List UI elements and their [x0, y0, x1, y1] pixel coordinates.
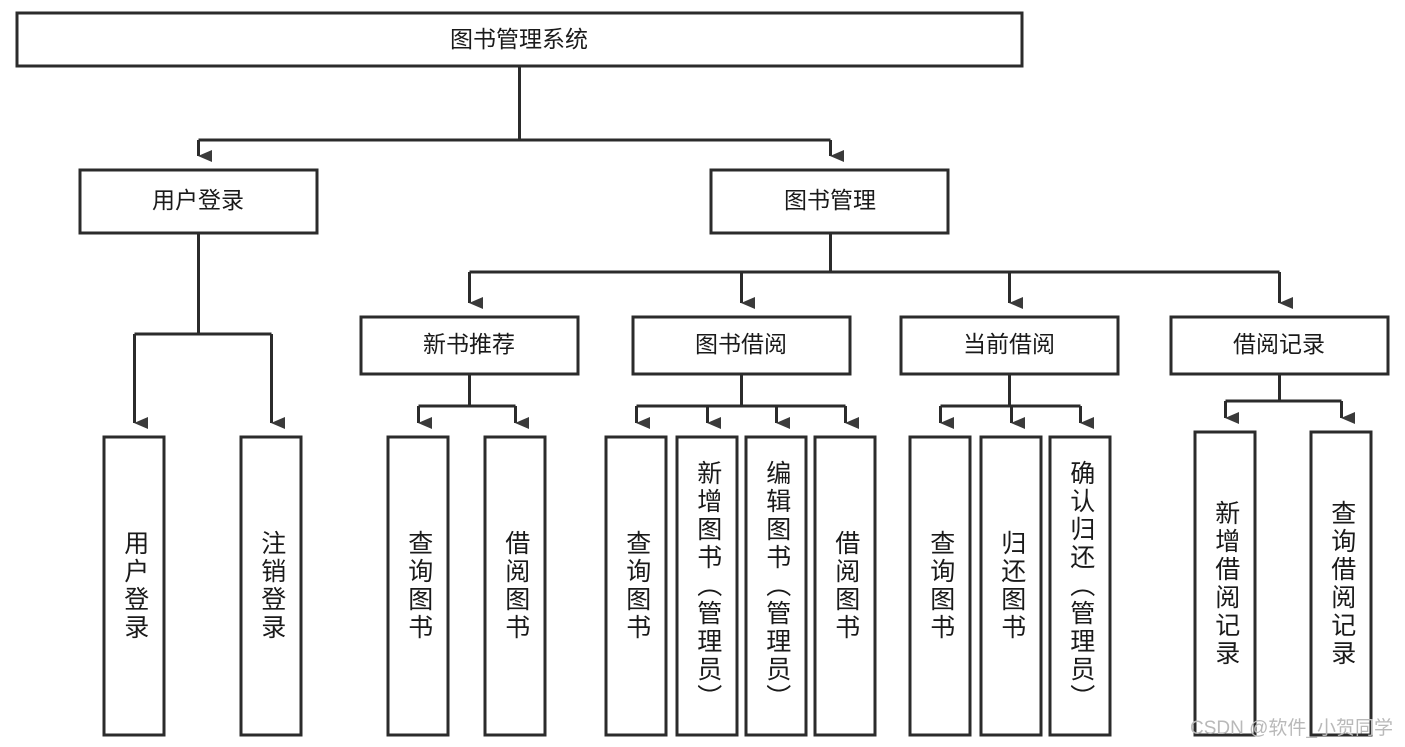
node-leaf-query-book-2[interactable]: [604, 435, 668, 737]
connector-bookborrow-to-leaves: [635, 374, 859, 429]
node-book-manage[interactable]: [709, 168, 950, 235]
label-book-borrow: 图书借阅: [695, 331, 787, 357]
label-current-borrow: 当前借阅: [963, 331, 1055, 357]
node-leaf-add-record[interactable]: [1193, 430, 1257, 737]
node-leaf-logout[interactable]: [239, 435, 303, 737]
node-leaf-query-record[interactable]: [1309, 430, 1373, 737]
label-borrow-record: 借阅记录: [1233, 331, 1325, 357]
node-leaf-return-book[interactable]: [979, 435, 1043, 737]
node-leaf-query-book-1[interactable]: [386, 435, 450, 737]
label-book-manage: 图书管理: [784, 187, 876, 213]
connector-borrowrecord-to-leaves: [1224, 374, 1355, 424]
node-leaf-borrow-book-2[interactable]: [813, 435, 877, 737]
node-borrow-record[interactable]: [1169, 315, 1390, 376]
node-new-book-recommend[interactable]: [359, 315, 580, 376]
connector-userlogin-to-leaves: [133, 233, 285, 429]
node-root[interactable]: [15, 11, 1024, 68]
connector-root-to-level2: [197, 66, 844, 162]
node-leaf-confirm-return[interactable]: [1048, 435, 1112, 737]
node-book-borrow[interactable]: [631, 315, 852, 376]
node-user-login[interactable]: [78, 168, 319, 235]
node-leaf-add-book[interactable]: [675, 435, 739, 737]
node-leaf-borrow-book-1[interactable]: [483, 435, 547, 737]
node-leaf-user-login[interactable]: [102, 435, 166, 737]
label-user-login: 用户登录: [152, 187, 244, 213]
connector-currentborrow-to-leaves: [939, 374, 1094, 429]
csdn-watermark: CSDN @软件_小贺同学: [1190, 718, 1393, 739]
node-current-borrow[interactable]: [899, 315, 1120, 376]
node-leaf-edit-book[interactable]: [744, 435, 808, 737]
connector-newbook-to-leaves: [417, 374, 529, 429]
label-root: 图书管理系统: [450, 26, 588, 52]
connector-bookmanage-to-level3: [468, 233, 1293, 309]
node-leaf-query-book-3[interactable]: [908, 435, 972, 737]
label-new-book-recommend: 新书推荐: [423, 331, 515, 357]
